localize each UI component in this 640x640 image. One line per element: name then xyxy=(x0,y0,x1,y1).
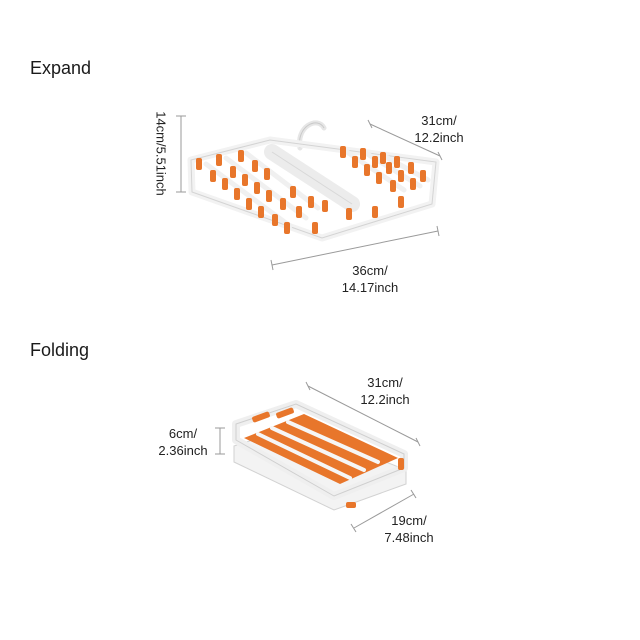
folding-height-dimension-line xyxy=(215,427,225,455)
expand-width-label: 36cm/ 14.17inch xyxy=(325,262,415,296)
folding-height-label: 6cm/ 2.36inch xyxy=(146,425,220,459)
expand-depth-line1: 31cm/ xyxy=(421,113,457,128)
folding-depth-line2: 12.2inch xyxy=(360,392,410,407)
folding-hanger xyxy=(232,400,408,511)
expand-height-label: 14cm/5.51inch xyxy=(153,111,169,196)
folding-title: Folding xyxy=(30,340,90,360)
folding-width-line1: 19cm/ xyxy=(391,513,427,528)
expand-hanger xyxy=(187,120,440,242)
folding-depth-dimension-line xyxy=(305,381,421,447)
expand-height-dimension-line xyxy=(176,115,186,193)
expand-width-dimension-line xyxy=(270,225,440,271)
folding-height-line1: 6cm/ xyxy=(168,426,198,441)
expand-depth-dimension-line xyxy=(367,119,443,161)
expand-width-line2: 14.17inch xyxy=(341,280,399,295)
folding-height-line2: 2.36inch xyxy=(158,443,208,458)
folding-width-dimension-line xyxy=(350,489,417,533)
folding-width-label: 19cm/ 7.48inch xyxy=(364,512,454,546)
folding-depth-label: 31cm/ 12.2inch xyxy=(340,374,430,408)
expand-depth-line2: 12.2inch xyxy=(414,130,464,145)
folding-depth-line1: 31cm/ xyxy=(367,375,403,390)
expand-title: Expand xyxy=(30,58,92,78)
expand-width-line1: 36cm/ xyxy=(352,263,388,278)
folding-width-line2: 7.48inch xyxy=(384,530,434,545)
expand-depth-label: 31cm/ 12.2inch xyxy=(394,112,484,146)
